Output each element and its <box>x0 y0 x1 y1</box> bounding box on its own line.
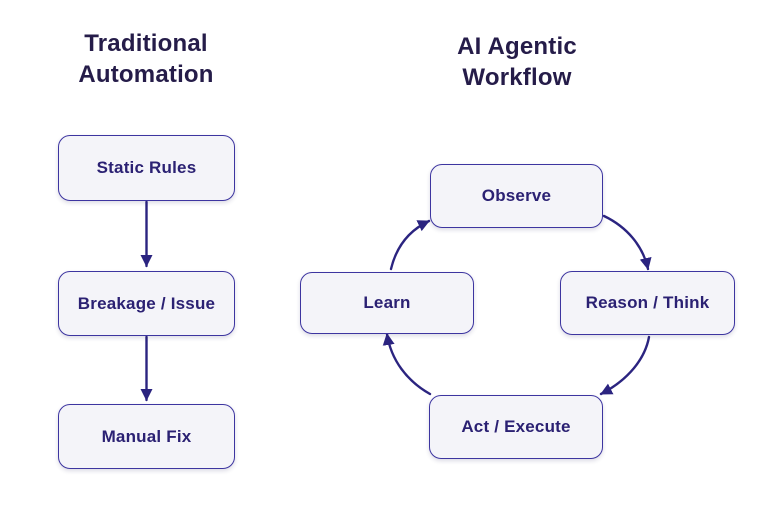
cycle-arc-reason-to-act <box>599 335 651 396</box>
flow-node-static-rules: Static Rules <box>58 135 235 201</box>
cycle-node-observe: Observe <box>430 164 603 228</box>
cycle-node-label: Learn <box>363 293 411 312</box>
flow-node-manual-fix: Manual Fix <box>58 404 235 469</box>
cycle-arc-learn-to-observe <box>389 219 431 271</box>
left-column-title: Traditional Automation <box>78 30 214 89</box>
flow-node-label: Manual Fix <box>101 426 192 446</box>
cycle-node-act-execute: Act / Execute <box>429 395 603 459</box>
flow-node-breakage-issue: Breakage / Issue <box>58 271 235 336</box>
cycle-node-label: Act / Execute <box>461 417 571 436</box>
cycle-node-learn: Learn <box>300 272 474 334</box>
cycle-arc-observe-to-reason <box>602 214 652 271</box>
cycle-node-reason-think: Reason / Think <box>560 271 735 335</box>
right-column-title: AI Agentic Workflow <box>457 33 577 92</box>
cycle-node-label: Reason / Think <box>585 293 710 312</box>
cycle-arc-act-to-learn <box>382 332 432 396</box>
flow-node-label: Static Rules <box>96 158 197 177</box>
cycle-node-label: Observe <box>481 186 552 205</box>
flow-node-label: Breakage / Issue <box>77 293 216 313</box>
